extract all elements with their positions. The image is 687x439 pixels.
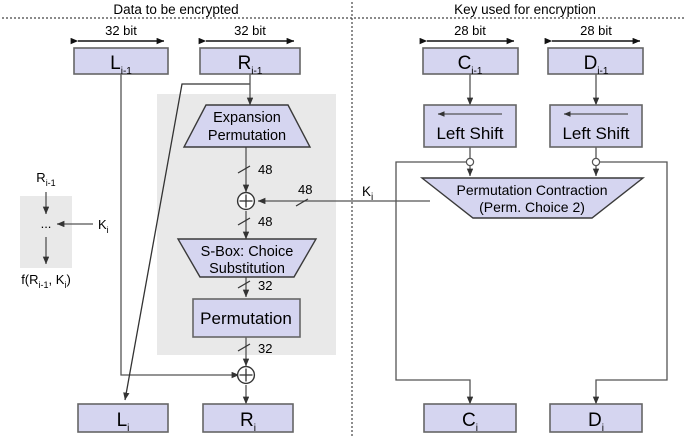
legend-output-label: f(Ri-1, Ki) [21,272,71,290]
legend-dots: ... [41,216,52,231]
expansion-line2: Permutation [208,128,286,144]
tick-48-expansion [237,165,251,174]
block-d-prev-label: Di-1 [584,53,609,77]
block-r-prev[interactable]: Ri-1 [199,47,301,77]
section-title-data: Data to be encrypted [113,2,238,17]
legend-key-label: Ki [98,217,109,235]
label-key-in: 48 [298,182,312,197]
tick-48-subkey [295,198,309,207]
left-shift-c-label: Left Shift [436,124,503,143]
measure-left-label: 32 bit [105,23,137,38]
xor-gate-feistel [236,365,256,385]
legend-input-label: Ri-1 [36,170,55,188]
wire-rprev-to-lout [123,83,250,401]
measure-key-right-label: 28 bit [580,23,612,38]
permutation-label: Permutation [200,309,292,328]
xor-gate-subkey [236,191,256,211]
sbox-line2: Substitution [209,261,285,277]
label-subkey: Ki [362,184,373,203]
block-r-prev-label: Ri-1 [238,53,263,77]
block-l-prev[interactable]: Li-1 [73,47,169,77]
label-expansion-out: 48 [258,162,272,177]
block-c-out-label: Ci [462,410,478,434]
node-left-shift-d[interactable]: Left Shift [549,104,643,148]
block-l-out[interactable]: Li [77,403,169,434]
block-d-out[interactable]: Di [549,403,643,434]
wire-d-feedback-to-dout [592,161,668,405]
block-d-out-label: Di [588,410,604,434]
measure-key-left-label: 28 bit [454,23,486,38]
label-xor-out: 48 [258,214,272,229]
expansion-line1: Expansion [213,110,281,126]
perm-contraction-line2: (Perm. Choice 2) [479,199,585,215]
block-r-out-label: Ri [240,410,256,434]
node-left-shift-c[interactable]: Left Shift [423,104,517,148]
junction-dot-c [465,157,475,167]
measure-right-32bit: 32 bit [198,23,295,45]
measure-key-left-28bit: 28 bit [419,23,515,45]
node-expansion-permutation[interactable]: Expansion Permutation [182,104,312,148]
wire-lprev-to-xor [120,74,240,379]
node-permutation-contraction[interactable]: Permutation Contraction (Perm. Choice 2) [419,177,646,219]
sbox-line1: S-Box: Choice [201,244,294,260]
legend-f-function: Ri-1 ... Ki f(Ri-1, Ki) [20,170,109,290]
tick-48-xor-out [237,217,251,226]
block-c-prev-label: Ci-1 [458,53,483,77]
block-l-out-label: Li [117,410,130,434]
left-shift-d-label: Left Shift [562,124,629,143]
label-sbox-out: 32 [258,278,272,293]
perm-contraction-line1: Permutation Contraction [457,182,608,198]
measure-key-right-28bit: 28 bit [544,23,641,45]
block-c-prev[interactable]: Ci-1 [422,47,519,77]
block-r-out[interactable]: Ri [202,403,294,434]
node-permutation[interactable]: Permutation [192,298,301,338]
junction-dot-d [591,157,601,167]
measure-left-32bit: 32 bit [70,23,165,45]
tick-32-sbox [237,280,251,289]
block-c-out[interactable]: Ci [423,403,517,434]
tick-32-perm [237,343,251,352]
measure-right-label: 32 bit [234,23,266,38]
block-l-prev-label: Li-1 [110,53,132,77]
label-perm-out: 32 [258,341,272,356]
node-sbox[interactable]: S-Box: Choice Substitution [176,238,318,278]
block-d-prev[interactable]: Di-1 [547,47,644,77]
section-title-key: Key used for encryption [454,2,596,17]
wire-c-feedback-to-cout [395,161,474,405]
